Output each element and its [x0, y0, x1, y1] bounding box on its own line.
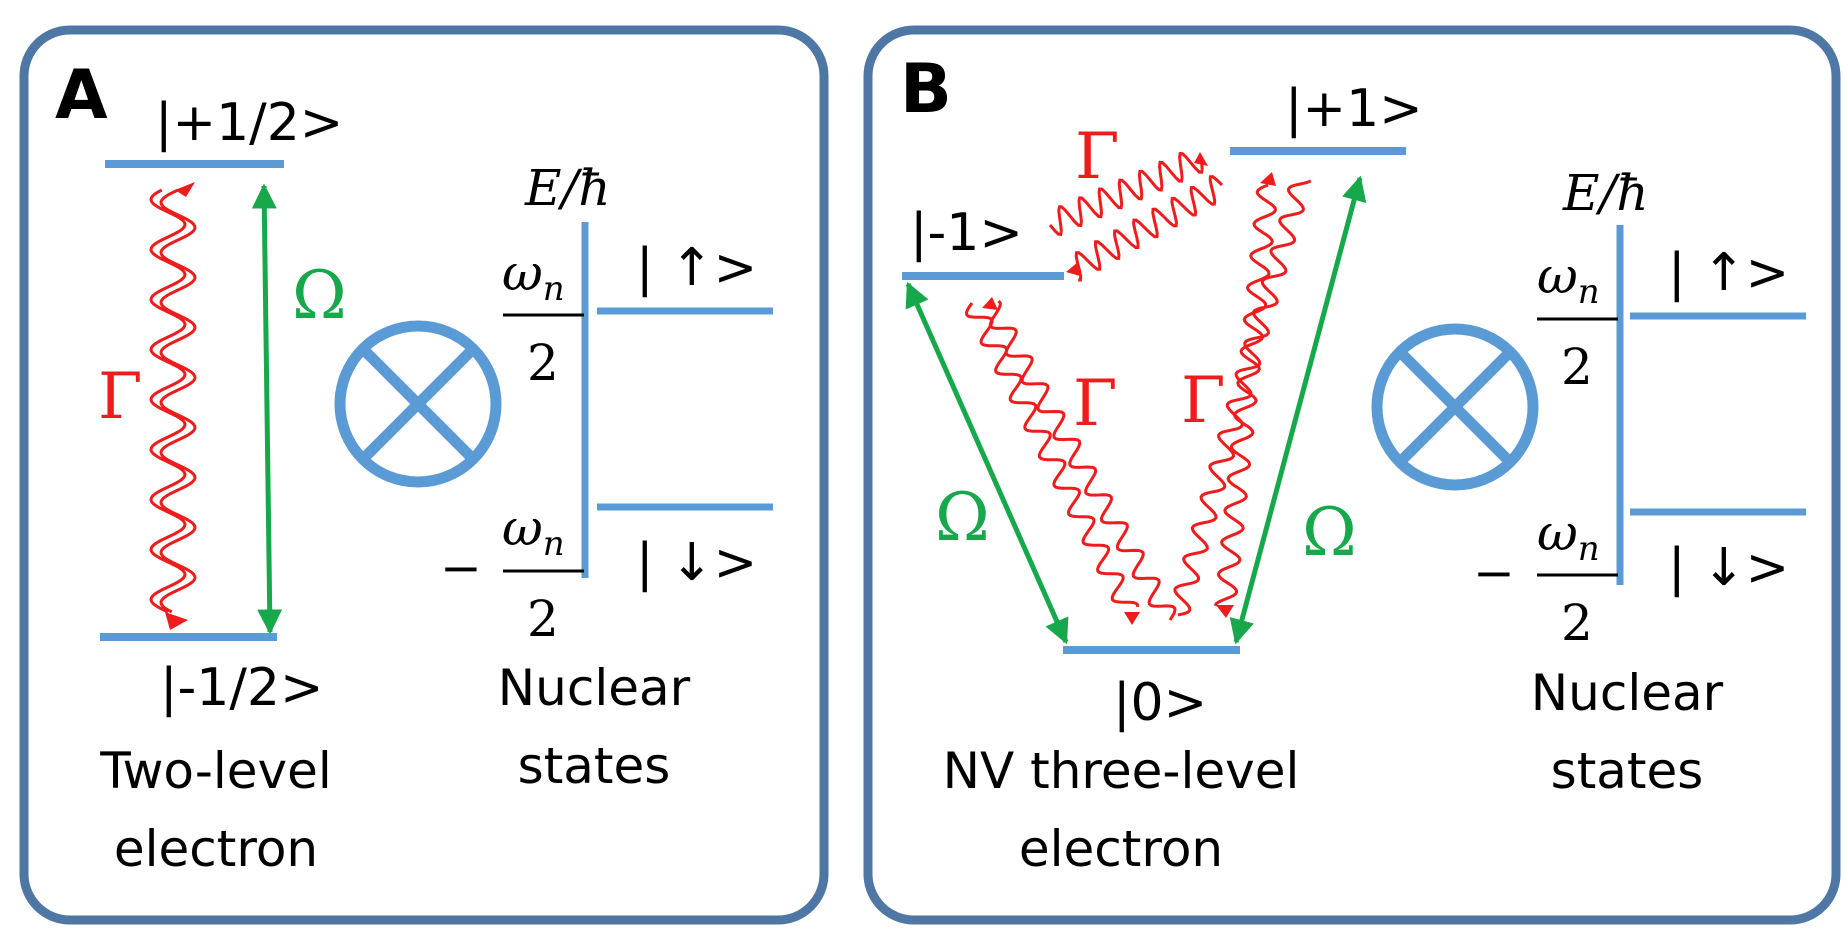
spin-up-state-label: | ↑>: [1668, 243, 1789, 303]
caption-line2: electron: [1019, 820, 1223, 878]
decay-wavy-arrow-icon: [988, 299, 1177, 621]
arrowhead-icon: [175, 182, 195, 197]
decay-right-gamma-label: Γ: [1181, 364, 1225, 438]
arrowhead-icon: [1216, 605, 1234, 618]
upper-energy-numerator: ωn: [502, 244, 565, 309]
nuclear-label-line1: Nuclear: [498, 659, 691, 717]
arrowhead-icon: [1124, 612, 1140, 625]
spin-down-state-label: | ↓>: [1668, 538, 1789, 598]
energy-axis-label: E/ħ: [1562, 164, 1649, 222]
tensor-product-icon: [334, 320, 502, 488]
tensor-product-icon: [1371, 323, 1539, 491]
decay-wavy-arrow-icon: [964, 302, 1140, 608]
arrowhead-icon: [982, 297, 998, 310]
panel-a-letter: A: [55, 56, 108, 135]
spin-up-state-label: | ↑>: [636, 238, 757, 298]
upper-energy-denominator: 2: [1561, 338, 1593, 396]
decay-wavy-arrow-up-icon: [149, 188, 187, 614]
lower-energy-denominator: 2: [527, 590, 559, 648]
decay-left-gamma-label: Γ: [1073, 367, 1117, 441]
lower-energy-sign: −: [1473, 544, 1515, 602]
drive-left-double-arrow-icon: [905, 281, 1069, 645]
caption-line1: NV three-level: [943, 742, 1300, 800]
caption-line1: Two-level: [99, 742, 332, 800]
arrowhead-icon: [1260, 172, 1276, 186]
drive-omega-label: Ω: [292, 257, 347, 334]
drive-left-omega-label: Ω: [935, 479, 990, 556]
drive-right-omega-label: Ω: [1302, 494, 1357, 571]
decay-wavy-arrow-icon: [1074, 175, 1224, 282]
spin-down-state-label: | ↓>: [636, 533, 757, 593]
lower-energy-numerator: ωn: [1537, 504, 1600, 569]
upper-state-label: |+1/2>: [155, 93, 343, 153]
drive-right-double-arrow-icon: [1229, 175, 1367, 645]
nuclear-label-line2: states: [518, 737, 671, 795]
lower-state-label: |-1/2>: [160, 658, 324, 718]
lower-energy-numerator: ωn: [502, 499, 565, 564]
lower-energy-denominator: 2: [1561, 594, 1593, 652]
decay-wavy-arrow-icon: [1048, 151, 1204, 237]
drive-double-arrow-icon: [251, 183, 283, 635]
minus-one-state-label: |-1>: [910, 203, 1023, 263]
arrowhead-icon: [165, 612, 188, 630]
plus-one-state-label: |+1>: [1285, 79, 1423, 139]
panel-b: B |+1> |-1> |0> Γ Γ Γ Ω Ω: [863, 25, 1841, 925]
panel-b-border: [863, 25, 1841, 925]
decay-top-gamma-label: Γ: [1075, 120, 1119, 194]
lower-energy-sign: −: [440, 539, 482, 597]
caption-line2: electron: [114, 820, 318, 878]
panel-a: A |+1/2> |-1/2> Γ Ω E/ħ ωn 2 − ωn 2: [19, 25, 829, 925]
decay-gamma-label: Γ: [98, 360, 142, 434]
panel-a-border: [19, 25, 829, 925]
energy-axis-label: E/ħ: [524, 159, 611, 217]
decay-wavy-arrow-down-icon: [159, 188, 197, 614]
nuclear-label-line1: Nuclear: [1531, 664, 1724, 722]
panel-b-letter: B: [900, 50, 952, 129]
arrowhead-icon: [1194, 152, 1208, 166]
upper-energy-numerator: ωn: [1537, 247, 1600, 312]
zero-state-label: |0>: [1113, 673, 1207, 733]
nuclear-label-line2: states: [1551, 742, 1704, 800]
arrowhead-icon: [1066, 262, 1080, 276]
upper-energy-denominator: 2: [527, 334, 559, 392]
